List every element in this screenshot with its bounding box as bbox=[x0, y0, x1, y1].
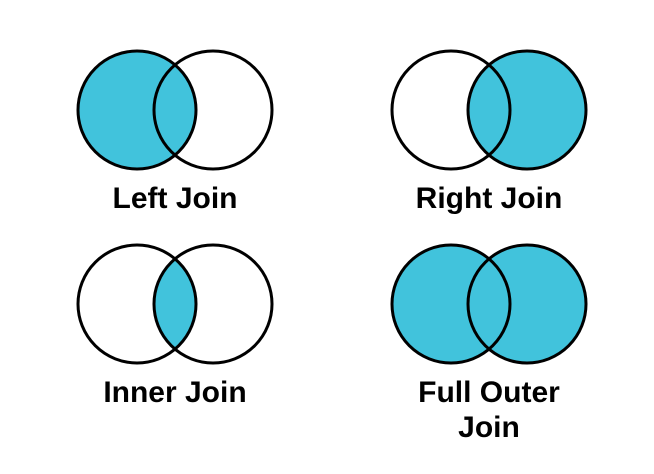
left-join-label: Left Join bbox=[112, 182, 238, 215]
intersection-region bbox=[468, 51, 510, 169]
full-outer-join-cell: Full Outer Join bbox=[389, 240, 589, 445]
inner-join-venn-diagram bbox=[76, 243, 274, 365]
join-diagrams-grid: Left Join Right Join Inner Join bbox=[75, 46, 589, 445]
right-join-label: Right Join bbox=[415, 182, 563, 215]
right-join-venn-diagram bbox=[390, 49, 588, 171]
left-join-venn-diagram bbox=[76, 49, 274, 171]
right-circle-outline bbox=[152, 243, 274, 365]
right-join-cell: Right Join bbox=[389, 46, 589, 216]
intersection-region bbox=[154, 245, 196, 363]
left-circle-outline bbox=[76, 243, 198, 365]
left-join-cell: Left Join bbox=[75, 46, 275, 216]
left-circle-outline bbox=[390, 49, 512, 171]
inner-join-cell: Inner Join bbox=[75, 240, 275, 445]
right-circle-outline bbox=[466, 243, 588, 365]
intersection-region bbox=[154, 51, 196, 169]
intersection-region bbox=[468, 245, 510, 363]
left-circle-outline bbox=[390, 243, 512, 365]
right-circle-outline bbox=[466, 49, 588, 171]
inner-join-label: Inner Join bbox=[103, 376, 247, 409]
full-outer-join-label: Full Outer Join bbox=[418, 376, 560, 444]
full-outer-join-venn-diagram bbox=[390, 243, 588, 365]
left-circle-outline bbox=[76, 49, 198, 171]
right-circle-outline bbox=[152, 49, 274, 171]
